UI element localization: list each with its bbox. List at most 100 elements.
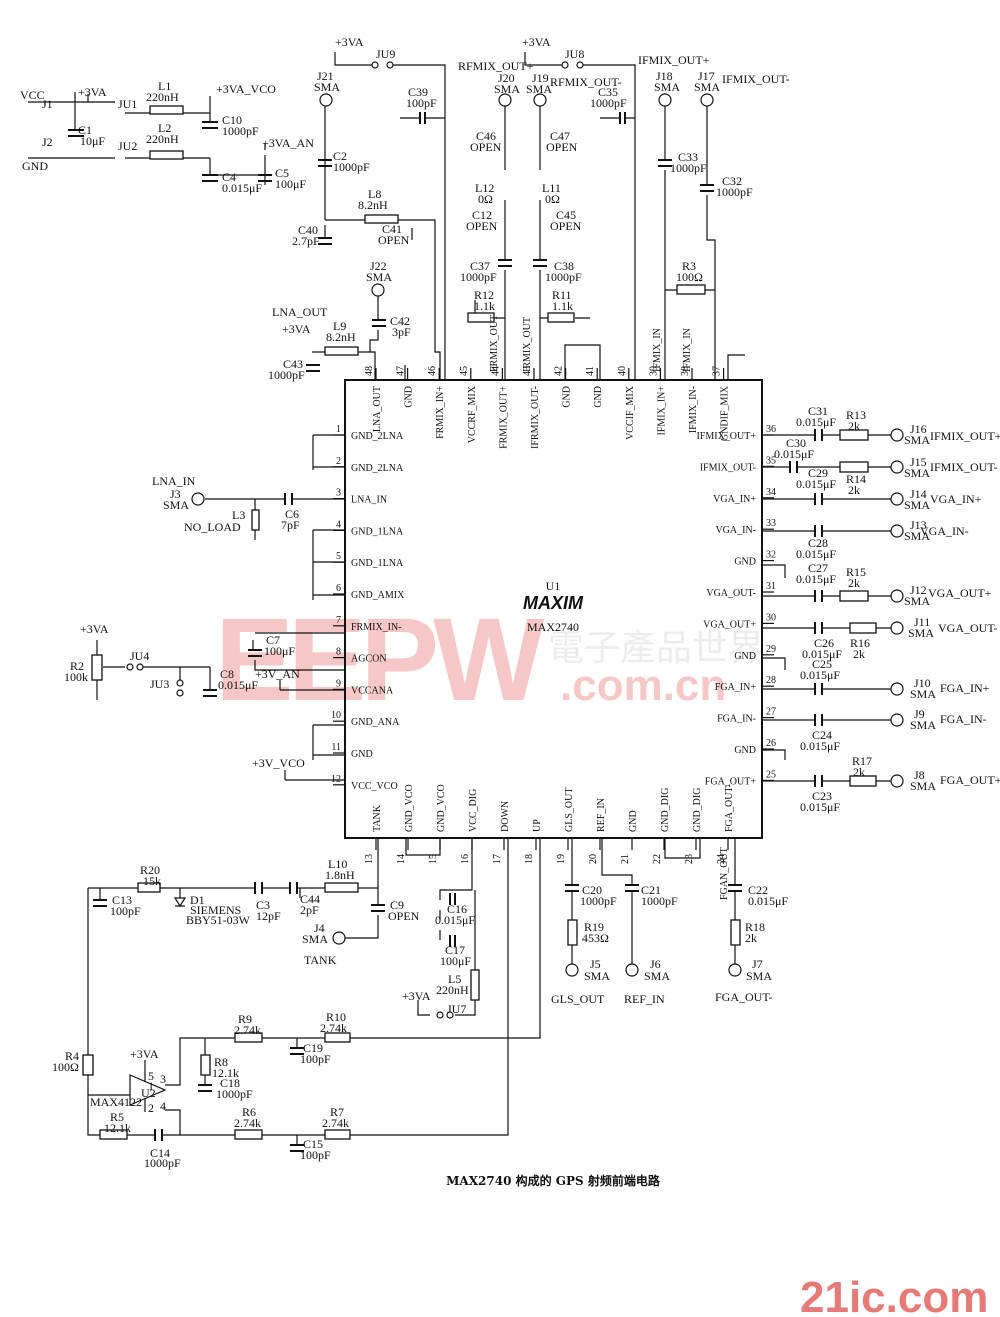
pin-44-number: 44 [490,366,501,376]
label-j2: J2 [42,135,53,149]
label-ju1: JU1 [118,97,137,111]
label-j12s: SMA [904,594,930,608]
pin-4-number: 4 [336,519,341,530]
label-lnaout: LNA_OUT [272,305,328,319]
label-c20: C20 [582,883,602,897]
ju9-jumper-pin-b [386,61,394,69]
label-c32: C32 [722,174,742,188]
label-j12n: VGA_OUT+ [928,586,992,600]
label-c25: C25 [812,657,832,671]
pin-24-name: FGA_OUT- [724,784,735,832]
pin-48-number: 48 [364,366,375,376]
pin-47-number: 47 [396,366,407,376]
l5-inductor [470,969,480,1001]
label-c47: C47 [550,129,570,143]
label-ju9: JU9 [376,47,395,61]
chip-part-number: MAX2740 [527,620,579,634]
label-c42: C42 [390,314,410,328]
label-r5: R5 [110,1110,124,1124]
pin-21-number: 21 [620,854,631,864]
lna-top-section [306,52,446,380]
label-c45v: OPEN [550,219,582,233]
label-l10v: 1.8nH [325,868,355,882]
label-c46: C46 [476,129,496,143]
label-c22v: 0.015μF [748,894,788,908]
pin-2-number: 2 [336,456,341,467]
label-c43v: 1000pF [268,368,305,382]
label-u2p4: 4 [160,1099,166,1113]
label-c33v: 1000pF [670,161,707,175]
label-c46v: OPEN [470,140,502,154]
label-r8: R8 [214,1055,228,1069]
label-j6s: SMA [644,969,670,983]
r16-resistor [849,622,877,634]
label-c2v: 1000pF [333,160,370,174]
label-glsout: GLS_OUT [551,992,605,1006]
label-r8v: 12.1k [212,1066,239,1080]
r4-resistor [82,1054,94,1076]
pin-30-number: 30 [766,612,776,623]
label-r14: R14 [846,472,866,486]
label-c9: C9 [390,898,404,912]
label-c33: C33 [678,150,698,164]
pin-26-name: GND [734,745,756,756]
label-c41: C41 [382,222,402,236]
label-l9: L9 [333,319,346,333]
pin-8-number: 8 [336,647,341,658]
label-c18: C18 [220,1076,240,1090]
figure-caption: MAX2740 构成的 GPS 射频前端电路 [446,1173,661,1188]
label-c8: C8 [220,667,234,681]
r15-resistor [839,590,869,602]
label-c20v: 1000pF [580,894,617,908]
label-ifmixm: IFMIX_OUT- [722,72,790,86]
mixer-output-section [467,52,636,380]
label-d1p: BBY51-03W [186,913,251,927]
pin-1-number: 1 [336,424,341,435]
label-r10: R10 [326,1010,346,1024]
label-max4122: MAX4122 [90,1095,142,1109]
label-r9v: 2.74k [234,1023,261,1037]
label-j5: J5 [590,957,601,971]
label-r3: R3 [682,259,696,273]
label-c47v: OPEN [546,140,578,154]
label-refin: REF_IN [624,992,665,1006]
pin-18-number: 18 [524,854,535,864]
label-p3v_vco: +3V_VCO [252,756,305,770]
label-l9v: 8.2nH [326,330,356,344]
label-c27v: 0.015μF [796,572,836,586]
label-j9: J9 [914,707,925,721]
ju8-jumper-pin-a [561,61,569,69]
j19-connector-icon [533,93,547,107]
pin-4-name: GND_1LNA [351,526,404,537]
ju8-jumper-pin-b [576,61,584,69]
label-j10: J10 [914,676,931,690]
pin-14-number: 14 [396,854,407,864]
r6-resistor [234,1129,263,1140]
label-j6: J6 [650,957,661,971]
label-r11v: 1.1k [552,299,573,313]
label-p3va_a: +3VA [78,85,107,99]
label-r16: R16 [850,636,870,650]
r14-resistor [839,461,869,473]
label-c1: C1 [78,123,92,137]
label-l8: L8 [368,187,381,201]
label-r18: R18 [745,920,765,934]
pin-5-name: GND_1LNA [351,558,404,569]
pin-34-name: VGA_IN+ [713,494,756,505]
r19-resistor [567,919,578,946]
bottom-output-section [565,838,742,977]
label-lnain: LNA_IN [152,474,196,488]
pin-24-number: 24 [716,854,727,864]
label-r10v: 2.74k [320,1021,347,1035]
label-c3v: 12pF [256,909,281,923]
r12-resistor [467,312,495,323]
j7-connector-icon [728,963,742,977]
pin-2-name: GND_2LNA [351,463,404,474]
label-c32v: 1000pF [716,185,753,199]
label-c19v: 100pF [300,1052,331,1066]
label-c38v: 1000pF [545,270,582,284]
j3-connector-icon [191,492,205,506]
label-fgaout_v: FGAN_OUT [719,847,730,900]
pin-11-name: GND [351,749,373,760]
pin-35-number: 35 [766,455,776,466]
